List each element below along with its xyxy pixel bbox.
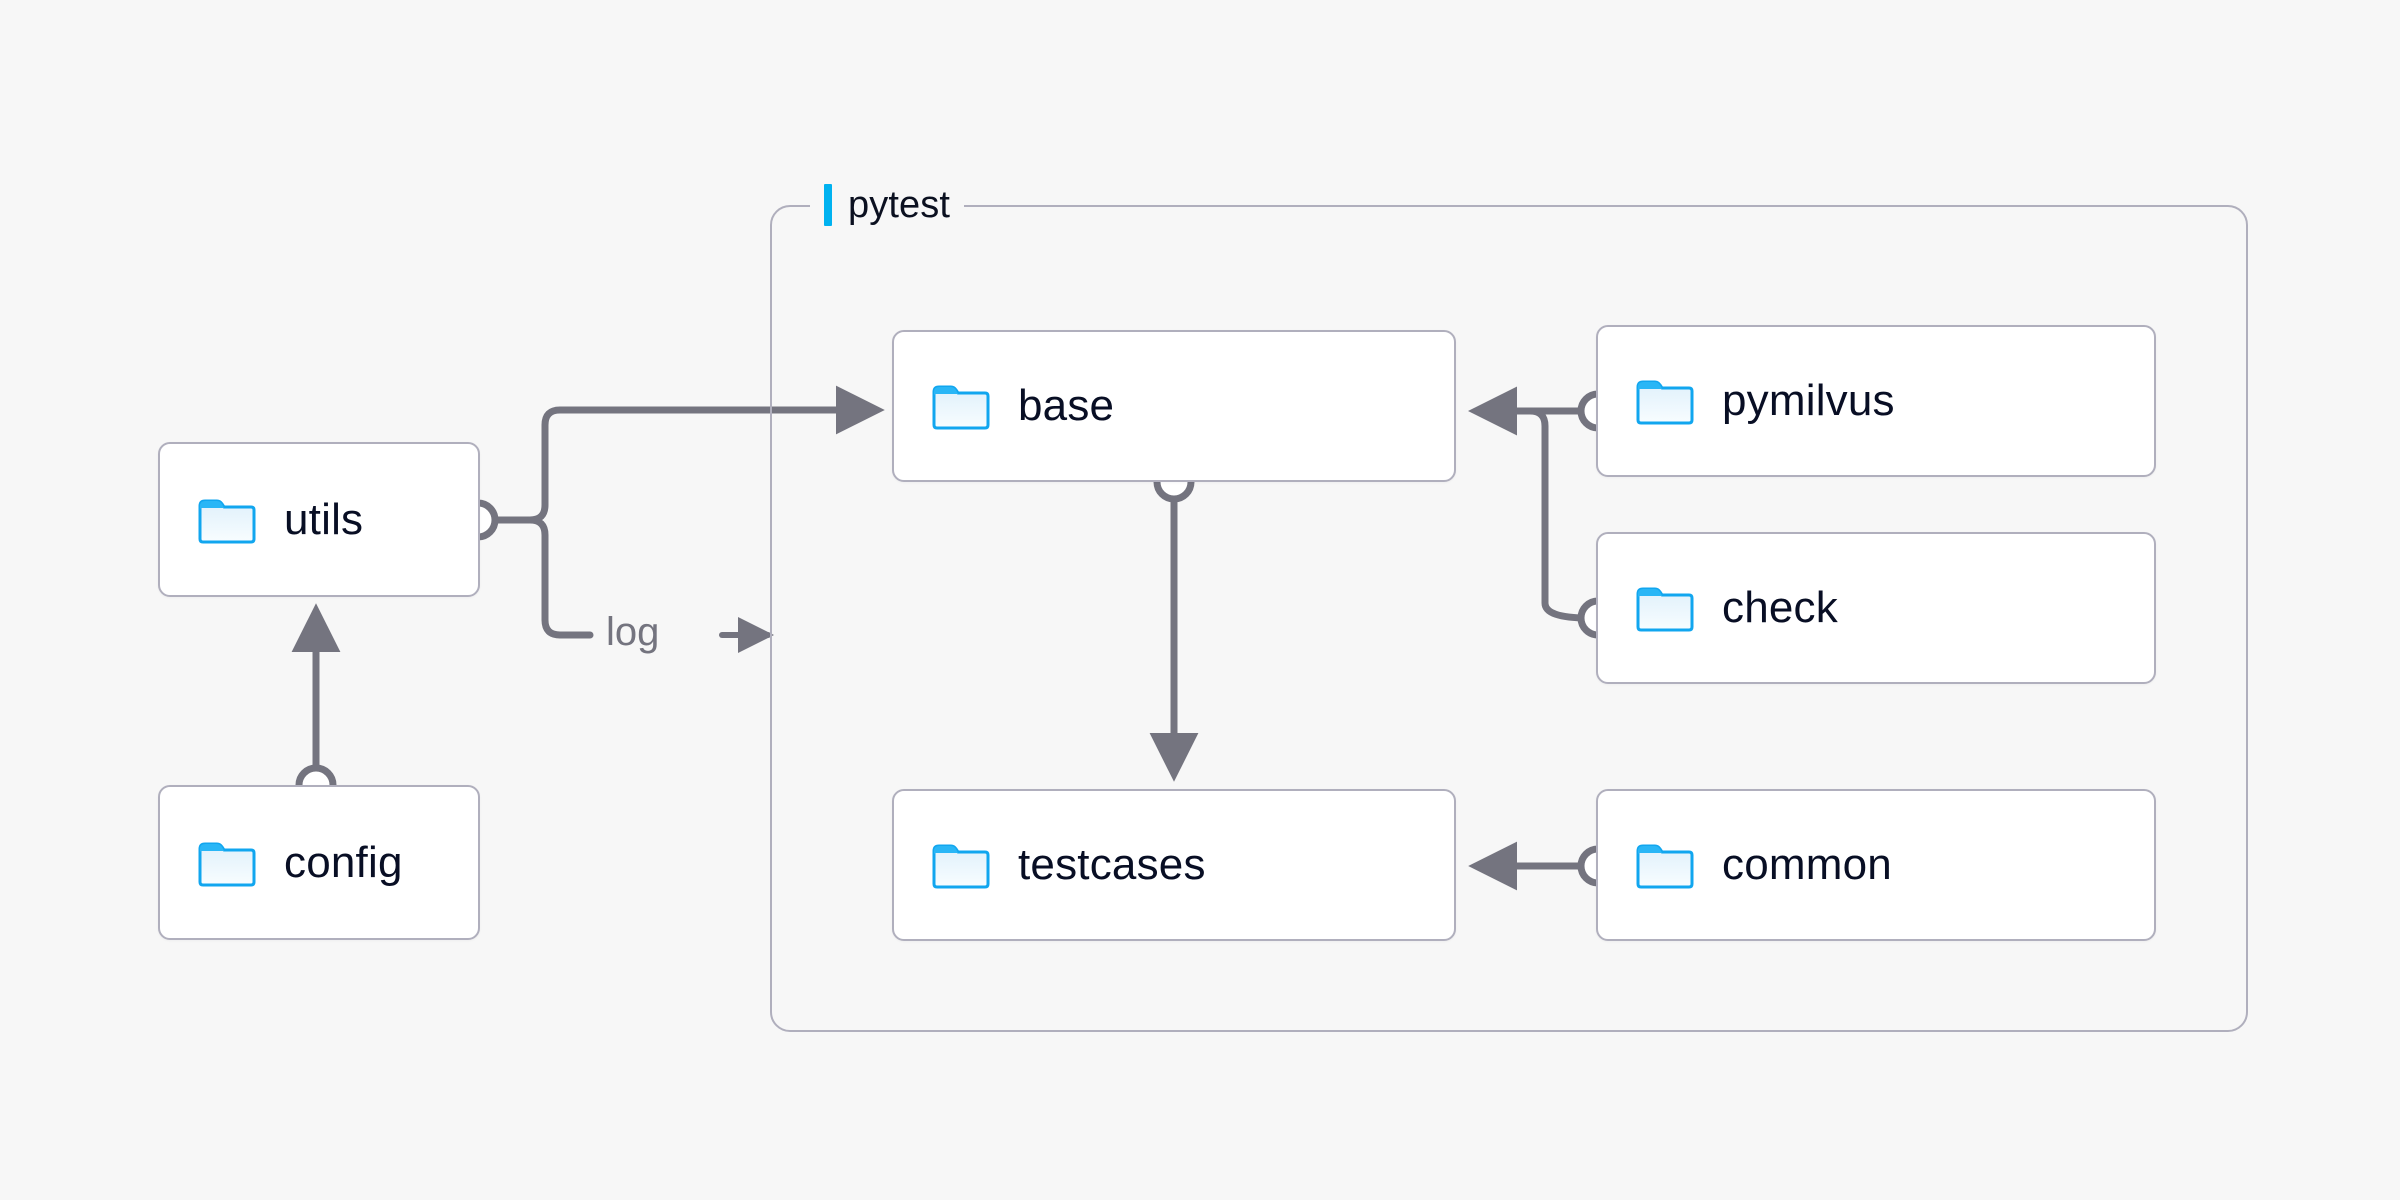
folder-icon bbox=[1636, 380, 1694, 425]
node-testcases[interactable]: testcases bbox=[892, 789, 1456, 941]
folder-icon bbox=[198, 499, 256, 543]
folder-icon bbox=[198, 842, 256, 886]
folder-icon bbox=[932, 385, 990, 430]
node-common[interactable]: common bbox=[1596, 789, 2156, 941]
group-pytest-label: pytest bbox=[810, 178, 964, 232]
accent-bar-icon bbox=[824, 184, 832, 226]
node-base[interactable]: base bbox=[892, 330, 1456, 482]
group-title: pytest bbox=[848, 183, 950, 226]
node-label: check bbox=[1722, 583, 1838, 632]
node-label: pymilvus bbox=[1722, 376, 1895, 425]
node-utils[interactable]: utils bbox=[158, 442, 480, 597]
node-check[interactable]: check bbox=[1596, 532, 2156, 684]
node-label: common bbox=[1722, 840, 1892, 889]
folder-icon bbox=[1636, 844, 1694, 889]
folder-icon bbox=[1636, 587, 1694, 632]
node-label: base bbox=[1018, 381, 1115, 430]
edge-label-log: log bbox=[600, 612, 666, 652]
folder-icon bbox=[932, 844, 990, 889]
node-label: config bbox=[284, 837, 403, 887]
group-pytest bbox=[770, 205, 2248, 1032]
edge-utils-to-log bbox=[526, 516, 594, 639]
node-label: utils bbox=[284, 494, 364, 544]
node-config[interactable]: config bbox=[158, 785, 480, 940]
node-label: testcases bbox=[1018, 840, 1206, 889]
node-pymilvus[interactable]: pymilvus bbox=[1596, 325, 2156, 477]
